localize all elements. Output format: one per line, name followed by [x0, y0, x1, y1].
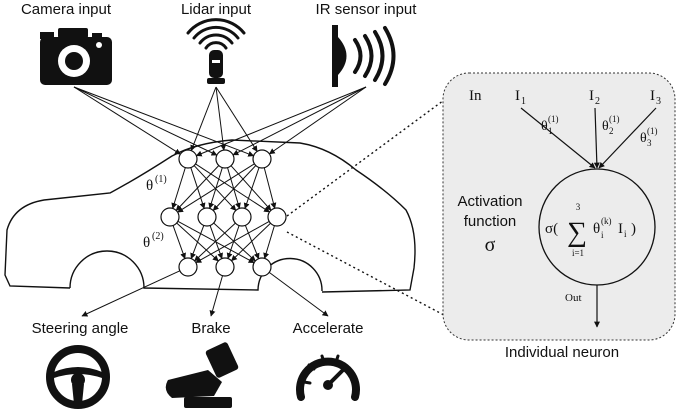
camera-icon	[40, 28, 112, 85]
lidar-icon	[186, 18, 246, 84]
output-connection	[209, 275, 224, 317]
hidden-connection-2	[263, 225, 275, 259]
lidar-input-label: Lidar input	[181, 1, 252, 18]
input-connection	[268, 86, 367, 155]
input-connection	[195, 86, 367, 157]
hidden-layer-2-node	[232, 207, 252, 227]
activation-sigma: σ	[485, 234, 496, 256]
svg-text:1: 1	[548, 126, 553, 136]
svg-text:(1): (1)	[609, 114, 620, 124]
hidden-connection-1	[171, 167, 186, 209]
network-connections	[73, 86, 367, 317]
neuron-weights: θ 1 (1) θ 2 (1) θ 3 (1)	[541, 114, 658, 148]
svg-text:θ: θ	[593, 221, 600, 237]
weight-theta-3: θ	[640, 131, 647, 146]
svg-text:θ: θ	[146, 178, 153, 194]
steering-angle-label: Steering angle	[32, 320, 129, 337]
input-i1: I	[515, 88, 520, 104]
input-connection	[73, 86, 218, 156]
theta2-label: θ (2)	[143, 231, 164, 251]
input-connection	[190, 86, 217, 152]
brake-label: Brake	[191, 320, 230, 337]
car-outline	[4, 139, 416, 293]
svg-text:3: 3	[656, 96, 661, 107]
svg-text:(1): (1)	[548, 114, 559, 124]
svg-text:(1): (1)	[155, 174, 167, 185]
svg-text:2: 2	[609, 126, 614, 136]
hidden-connection-1	[263, 167, 277, 209]
output-layer-node	[178, 257, 198, 277]
svg-text:i: i	[601, 230, 604, 240]
svg-text:∑: ∑	[567, 217, 587, 248]
svg-text:3: 3	[647, 138, 652, 148]
svg-text:i: i	[624, 229, 627, 239]
hidden-connection-2	[195, 220, 270, 264]
neuron-inputs: In I 1 I 2 I 3	[469, 88, 661, 107]
out-label: Out	[565, 292, 582, 304]
hidden-connection-1	[212, 165, 257, 211]
activation-label-line2: function	[464, 213, 517, 230]
hidden-connection-1	[175, 165, 220, 211]
svg-text:3: 3	[576, 202, 581, 212]
brake-pedal-icon	[165, 342, 239, 408]
input-connection	[215, 86, 227, 151]
hidden-layer-2-node	[160, 207, 180, 227]
hidden-connection-2	[244, 225, 260, 260]
hidden-layer-1-node	[215, 149, 235, 169]
ir-sensor-input-label: IR sensor input	[316, 1, 418, 18]
hidden-connection-1	[195, 163, 270, 213]
input-i2: I	[589, 88, 594, 104]
hidden-connection-2	[172, 225, 186, 260]
speedometer-icon	[296, 354, 360, 401]
individual-neuron-caption: Individual neuron	[505, 344, 619, 361]
hidden-connection-1	[243, 167, 260, 210]
hidden-connection-2	[213, 222, 256, 262]
zoom-connector-lines	[286, 88, 460, 324]
svg-text:(1): (1)	[647, 126, 658, 136]
output-connection	[81, 270, 181, 317]
hidden-connection-2	[194, 222, 236, 262]
input-connection	[215, 86, 258, 152]
camera-input-label: Camera input	[21, 1, 112, 18]
svg-text:(k): (k)	[601, 216, 612, 226]
activation-formula: σ( ∑ 3 i=1 θ (k) i I i )	[545, 202, 636, 258]
input-connection	[232, 86, 367, 156]
hidden-layer-2-node	[267, 207, 287, 227]
hidden-connection-1	[230, 165, 272, 211]
svg-text:θ: θ	[143, 235, 150, 251]
network-nodes	[160, 149, 287, 277]
theta1-label: θ (1)	[146, 174, 167, 194]
input-connection	[73, 86, 181, 155]
input-connection	[73, 86, 255, 157]
steering-wheel-icon	[46, 345, 110, 409]
input-i3: I	[650, 88, 655, 104]
output-connection	[268, 271, 329, 317]
activation-label-line1: Activation	[457, 193, 522, 210]
hidden-connection-2	[190, 225, 205, 260]
svg-text:1: 1	[521, 96, 526, 107]
svg-text:): )	[631, 221, 636, 237]
hidden-connection-1	[227, 167, 241, 209]
output-layer-node	[215, 257, 235, 277]
neuron-input-arrows	[520, 107, 657, 169]
weight-theta-1: θ	[541, 119, 548, 134]
hidden-connection-1	[177, 163, 255, 213]
svg-text:I: I	[618, 221, 623, 237]
in-label: In	[469, 88, 482, 104]
hidden-connection-2	[209, 225, 223, 260]
svg-text:σ(: σ(	[545, 221, 558, 237]
accelerate-label: Accelerate	[293, 320, 364, 337]
hidden-layer-1-node	[252, 149, 272, 169]
hidden-connection-1	[193, 165, 237, 211]
hidden-layer-2-node	[197, 207, 217, 227]
svg-text:i=1: i=1	[572, 248, 584, 258]
hidden-connection-2	[231, 222, 271, 262]
svg-text:(2): (2)	[152, 231, 164, 242]
svg-text:2: 2	[595, 96, 600, 107]
hidden-layer-1-node	[178, 149, 198, 169]
weight-theta-2: θ	[602, 119, 609, 134]
ir-sensor-icon	[332, 25, 396, 87]
output-layer-node	[252, 257, 272, 277]
